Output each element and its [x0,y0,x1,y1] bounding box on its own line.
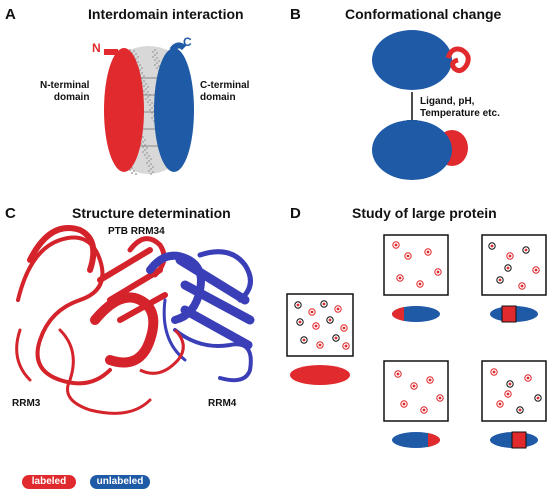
nmr-peak [312,322,320,330]
nmr-peak [332,334,340,342]
panel-a-title: Interdomain interaction [88,6,244,22]
nmr-peak [308,308,316,316]
nmr-peak [490,368,498,376]
nmr-peak [342,342,350,350]
c-segmental-box [481,360,547,449]
nmr-peak [518,282,526,290]
panel-a-letter: A [5,6,16,23]
rrm3-ribbon [15,225,168,415]
nmr-peak [404,252,412,260]
nmr-peak [434,268,442,276]
nmr-peak [294,301,302,309]
nmr-peak [392,241,400,249]
c-terminal-domain-shape [154,42,194,172]
legend-labeled: labeled [22,475,76,489]
nmr-peak [532,266,540,274]
n-terminus-label: N [92,41,101,55]
nmr-peak [516,406,524,414]
panel-c-letter: C [5,205,16,222]
nmr-peak [400,400,408,408]
nmr-peak [410,382,418,390]
rrm3-label: RRM3 [12,398,41,409]
c-terminus-label: C [183,35,192,49]
nmr-peaks [294,241,542,414]
nmr-peak [420,406,428,414]
nmr-peak [316,341,324,349]
panel-d-title: Study of large protein [352,205,497,221]
nmr-peak [506,380,514,388]
nmr-peak [506,252,514,260]
n-terminal-domain-shape [104,48,144,172]
c-terminal-domain-label: C-terminal domain [200,80,250,103]
nmr-peak [340,324,348,332]
nmr-peak [534,394,542,402]
n-segmental-box [481,234,547,323]
nmr-peak [524,374,532,382]
nmr-peak [326,316,334,324]
panel-b-letter: B [290,6,301,23]
nmr-peak [320,300,328,308]
nmr-peak [300,336,308,344]
conformation-condition-label: Ligand, pH, Temperature etc. [420,96,500,119]
n-terminal-domain-label: N-terminal domain [40,80,90,103]
nmr-peak [504,390,512,398]
nmr-peak [496,276,504,284]
nmr-peak [334,305,342,313]
rrm4-ribbon [146,249,255,383]
nmr-peak [504,264,512,272]
nmr-peak [426,376,434,384]
nmr-peak [394,370,402,378]
conformation-before [372,30,471,90]
nmr-peak [424,248,432,256]
nmr-peak [396,274,404,282]
panel-b-title: Conformational change [345,6,502,22]
nmr-peak [522,246,530,254]
nmr-peak [296,318,304,326]
interdomain-linker [139,328,185,375]
rrm4-label: RRM4 [208,398,237,409]
conformation-after [372,120,468,180]
n-labeled-box [383,234,449,322]
panel-d-letter: D [290,205,301,222]
nmr-peak [416,280,424,288]
nmr-peak [436,394,444,402]
c-labeled-box [383,360,449,448]
legend-unlabeled: unlabeled [90,475,150,489]
protein-name-label: PTB RRM34 [108,226,165,237]
nmr-peak [496,400,504,408]
nmr-peak [488,242,496,250]
panel-c-title: Structure determination [72,205,231,221]
